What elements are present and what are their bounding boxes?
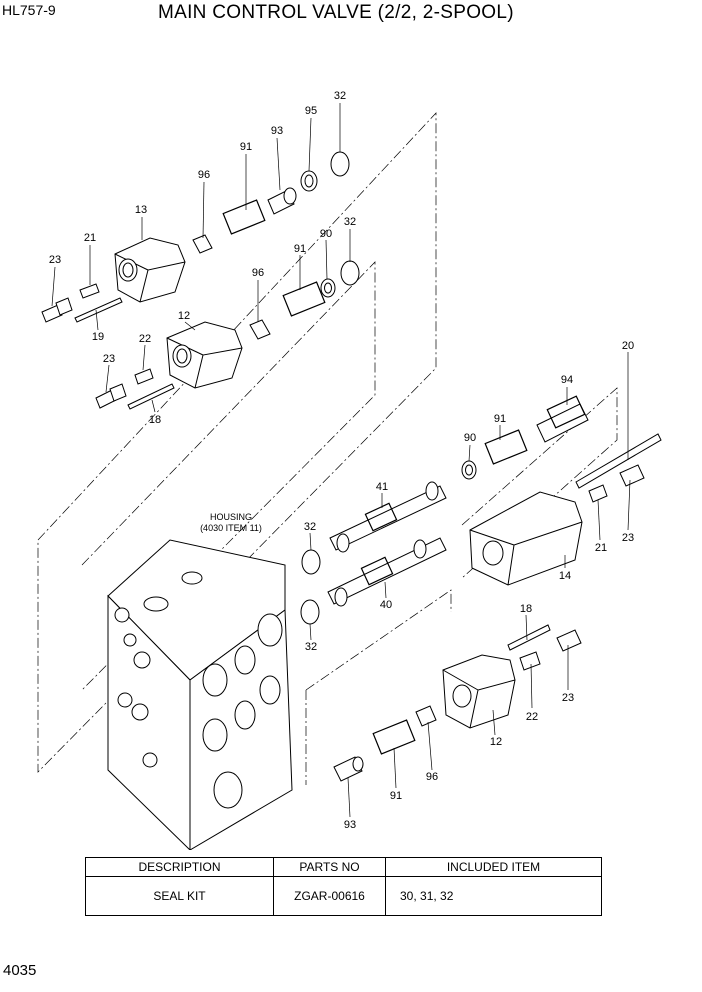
callout-label: 96 [198, 169, 210, 181]
spring-91-d [372, 719, 416, 755]
callout-label: 32 [344, 216, 356, 228]
callout-label: 23 [49, 254, 61, 266]
spool-40 [327, 537, 447, 607]
callout-label: 21 [595, 542, 607, 554]
pin-21-upper [79, 283, 100, 299]
spool-41 [329, 481, 447, 553]
plug-23-mid [95, 383, 127, 409]
callout-label: 21 [84, 232, 96, 244]
callout-label: 22 [139, 333, 151, 345]
callout-label: 14 [559, 570, 571, 582]
spool-93-upper [267, 187, 297, 215]
pin-22-mid [134, 368, 154, 385]
pin-21-right [588, 484, 608, 503]
housing-label-line2: (4030 ITEM 11) [200, 523, 262, 533]
callout-label: 96 [426, 771, 438, 783]
callout-label: 18 [149, 414, 161, 426]
callout-label: 23 [562, 692, 574, 704]
callout-label: 90 [320, 228, 332, 240]
callout-label: 41 [376, 481, 388, 493]
pin-22-lower [519, 651, 541, 671]
spring-seat-94 [536, 395, 589, 443]
callout-label: 32 [334, 90, 346, 102]
callout-label: 18 [520, 603, 532, 615]
callout-label: 93 [271, 125, 283, 137]
o-ring-32-d [300, 599, 320, 625]
column-header-parts-no: PARTS NO [273, 857, 386, 877]
cap-96-b [249, 319, 271, 340]
plug-23-right [619, 464, 645, 487]
table-row: SEAL KIT ZGAR-00616 30, 31, 32 [85, 876, 602, 916]
model-code: HL757-9 [2, 2, 56, 18]
column-header-description: DESCRIPTION [85, 857, 274, 877]
callout-label: 40 [380, 599, 392, 611]
spool-93-lower [333, 756, 364, 782]
column-header-included-item: INCLUDED ITEM [385, 857, 602, 877]
bolt-18-upper [127, 383, 175, 410]
washer-90-right [461, 460, 477, 480]
callout-label: 91 [494, 413, 506, 425]
plug-23-upper [41, 297, 73, 323]
bolt-18-lower [507, 624, 551, 651]
callout-label: 22 [526, 711, 538, 723]
callout-label: 23 [622, 532, 634, 544]
spring-91-b [282, 281, 326, 317]
washer-95 [300, 170, 318, 192]
callout-labels: 32 95 93 91 96 13 21 23 19 32 90 91 96 1… [49, 90, 634, 831]
lower-cover-12 [442, 654, 516, 729]
exploded-parts-diagram: HOUSING (4030 ITEM 11) 32 95 93 91 96 13… [37, 90, 662, 850]
page-number: 4035 [3, 962, 37, 979]
callout-label: 23 [103, 353, 115, 365]
housing-label-line1: HOUSING [210, 512, 252, 522]
side-cover-14 [469, 491, 583, 586]
callout-label: 91 [240, 141, 252, 153]
callout-label: 12 [490, 736, 502, 748]
spring-91-c [484, 429, 528, 465]
upper-cover-12 [166, 321, 243, 389]
callout-label: 20 [622, 340, 634, 352]
callout-label: 90 [464, 432, 476, 444]
cap-96-a [192, 234, 213, 254]
callout-label: 95 [305, 105, 317, 117]
callout-label: 96 [252, 267, 264, 279]
callout-label: 13 [135, 204, 147, 216]
callout-label: 93 [344, 819, 356, 831]
callout-label: 91 [294, 243, 306, 255]
cell-description: SEAL KIT [85, 876, 274, 916]
cap-96-c [415, 705, 437, 727]
callout-label: 91 [390, 790, 402, 802]
callout-label: 12 [178, 310, 190, 322]
leader-lines [51, 103, 631, 818]
o-ring-32-c [301, 549, 321, 575]
o-ring-32-b [340, 260, 360, 286]
upper-cover-13 [114, 237, 186, 303]
cell-parts-no: ZGAR-00616 [273, 876, 386, 916]
washer-90-upper [320, 278, 336, 298]
table-header-row: DESCRIPTION PARTS NO INCLUDED ITEM [85, 857, 602, 877]
seal-kit-table: DESCRIPTION PARTS NO INCLUDED ITEM SEAL … [85, 857, 602, 916]
bolt-20 [575, 433, 662, 489]
plug-23-lower [556, 629, 582, 652]
bolt-19 [74, 297, 123, 323]
cell-included-item: 30, 31, 32 [385, 876, 602, 916]
callout-label: 19 [92, 331, 104, 343]
callout-label: 94 [561, 374, 573, 386]
callout-label: 32 [305, 641, 317, 653]
page-title: MAIN CONTROL VALVE (2/2, 2-SPOOL) [158, 2, 514, 23]
valve-housing [107, 539, 293, 850]
callout-label: 32 [304, 521, 316, 533]
o-ring-32-a [330, 151, 350, 177]
spring-91-a [222, 199, 266, 235]
